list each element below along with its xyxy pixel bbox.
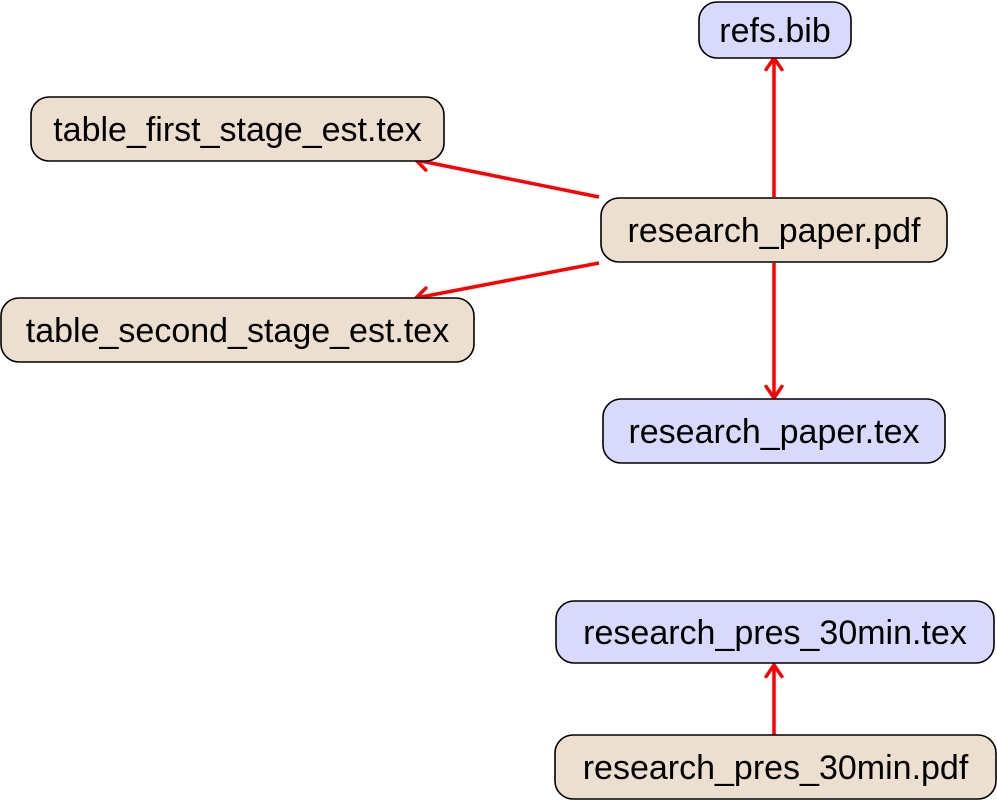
node-label: research_paper.pdf xyxy=(628,212,922,250)
edge-pres_pdf-to-pres_tex xyxy=(764,663,784,735)
node-table-second: table_second_stage_est.tex xyxy=(0,297,475,363)
node-label: research_pres_30min.tex xyxy=(583,614,967,652)
node-box xyxy=(30,96,445,162)
edge-paper_pdf-to-refs_bib xyxy=(764,56,784,197)
node-box xyxy=(698,1,852,59)
node-pres-tex: research_pres_30min.tex xyxy=(555,600,995,664)
edge-line xyxy=(415,261,600,300)
node-box xyxy=(555,600,995,664)
node-paper-pdf: research_paper.pdf xyxy=(600,197,948,263)
node-box xyxy=(600,197,948,263)
node-label: research_paper.tex xyxy=(628,413,919,451)
edge-line xyxy=(415,158,600,199)
node-pres-pdf: research_pres_30min.pdf xyxy=(554,734,997,800)
node-refs-bib: refs.bib xyxy=(698,1,852,59)
node-paper-tex: research_paper.tex xyxy=(602,398,946,464)
node-label: refs.bib xyxy=(719,12,831,50)
edge-paper_pdf-to-table_first xyxy=(414,152,600,199)
node-box xyxy=(554,734,997,800)
node-label: table_first_stage_est.tex xyxy=(53,111,422,149)
node-box xyxy=(602,398,946,464)
node-box xyxy=(0,297,475,363)
node-label: table_second_stage_est.tex xyxy=(26,312,449,350)
edge-paper_pdf-to-paper_tex xyxy=(764,263,784,400)
node-table-first: table_first_stage_est.tex xyxy=(30,96,445,162)
arrow-head-icon xyxy=(764,663,784,679)
arrow-head-icon xyxy=(764,384,784,400)
node-label: research_pres_30min.pdf xyxy=(583,749,969,787)
